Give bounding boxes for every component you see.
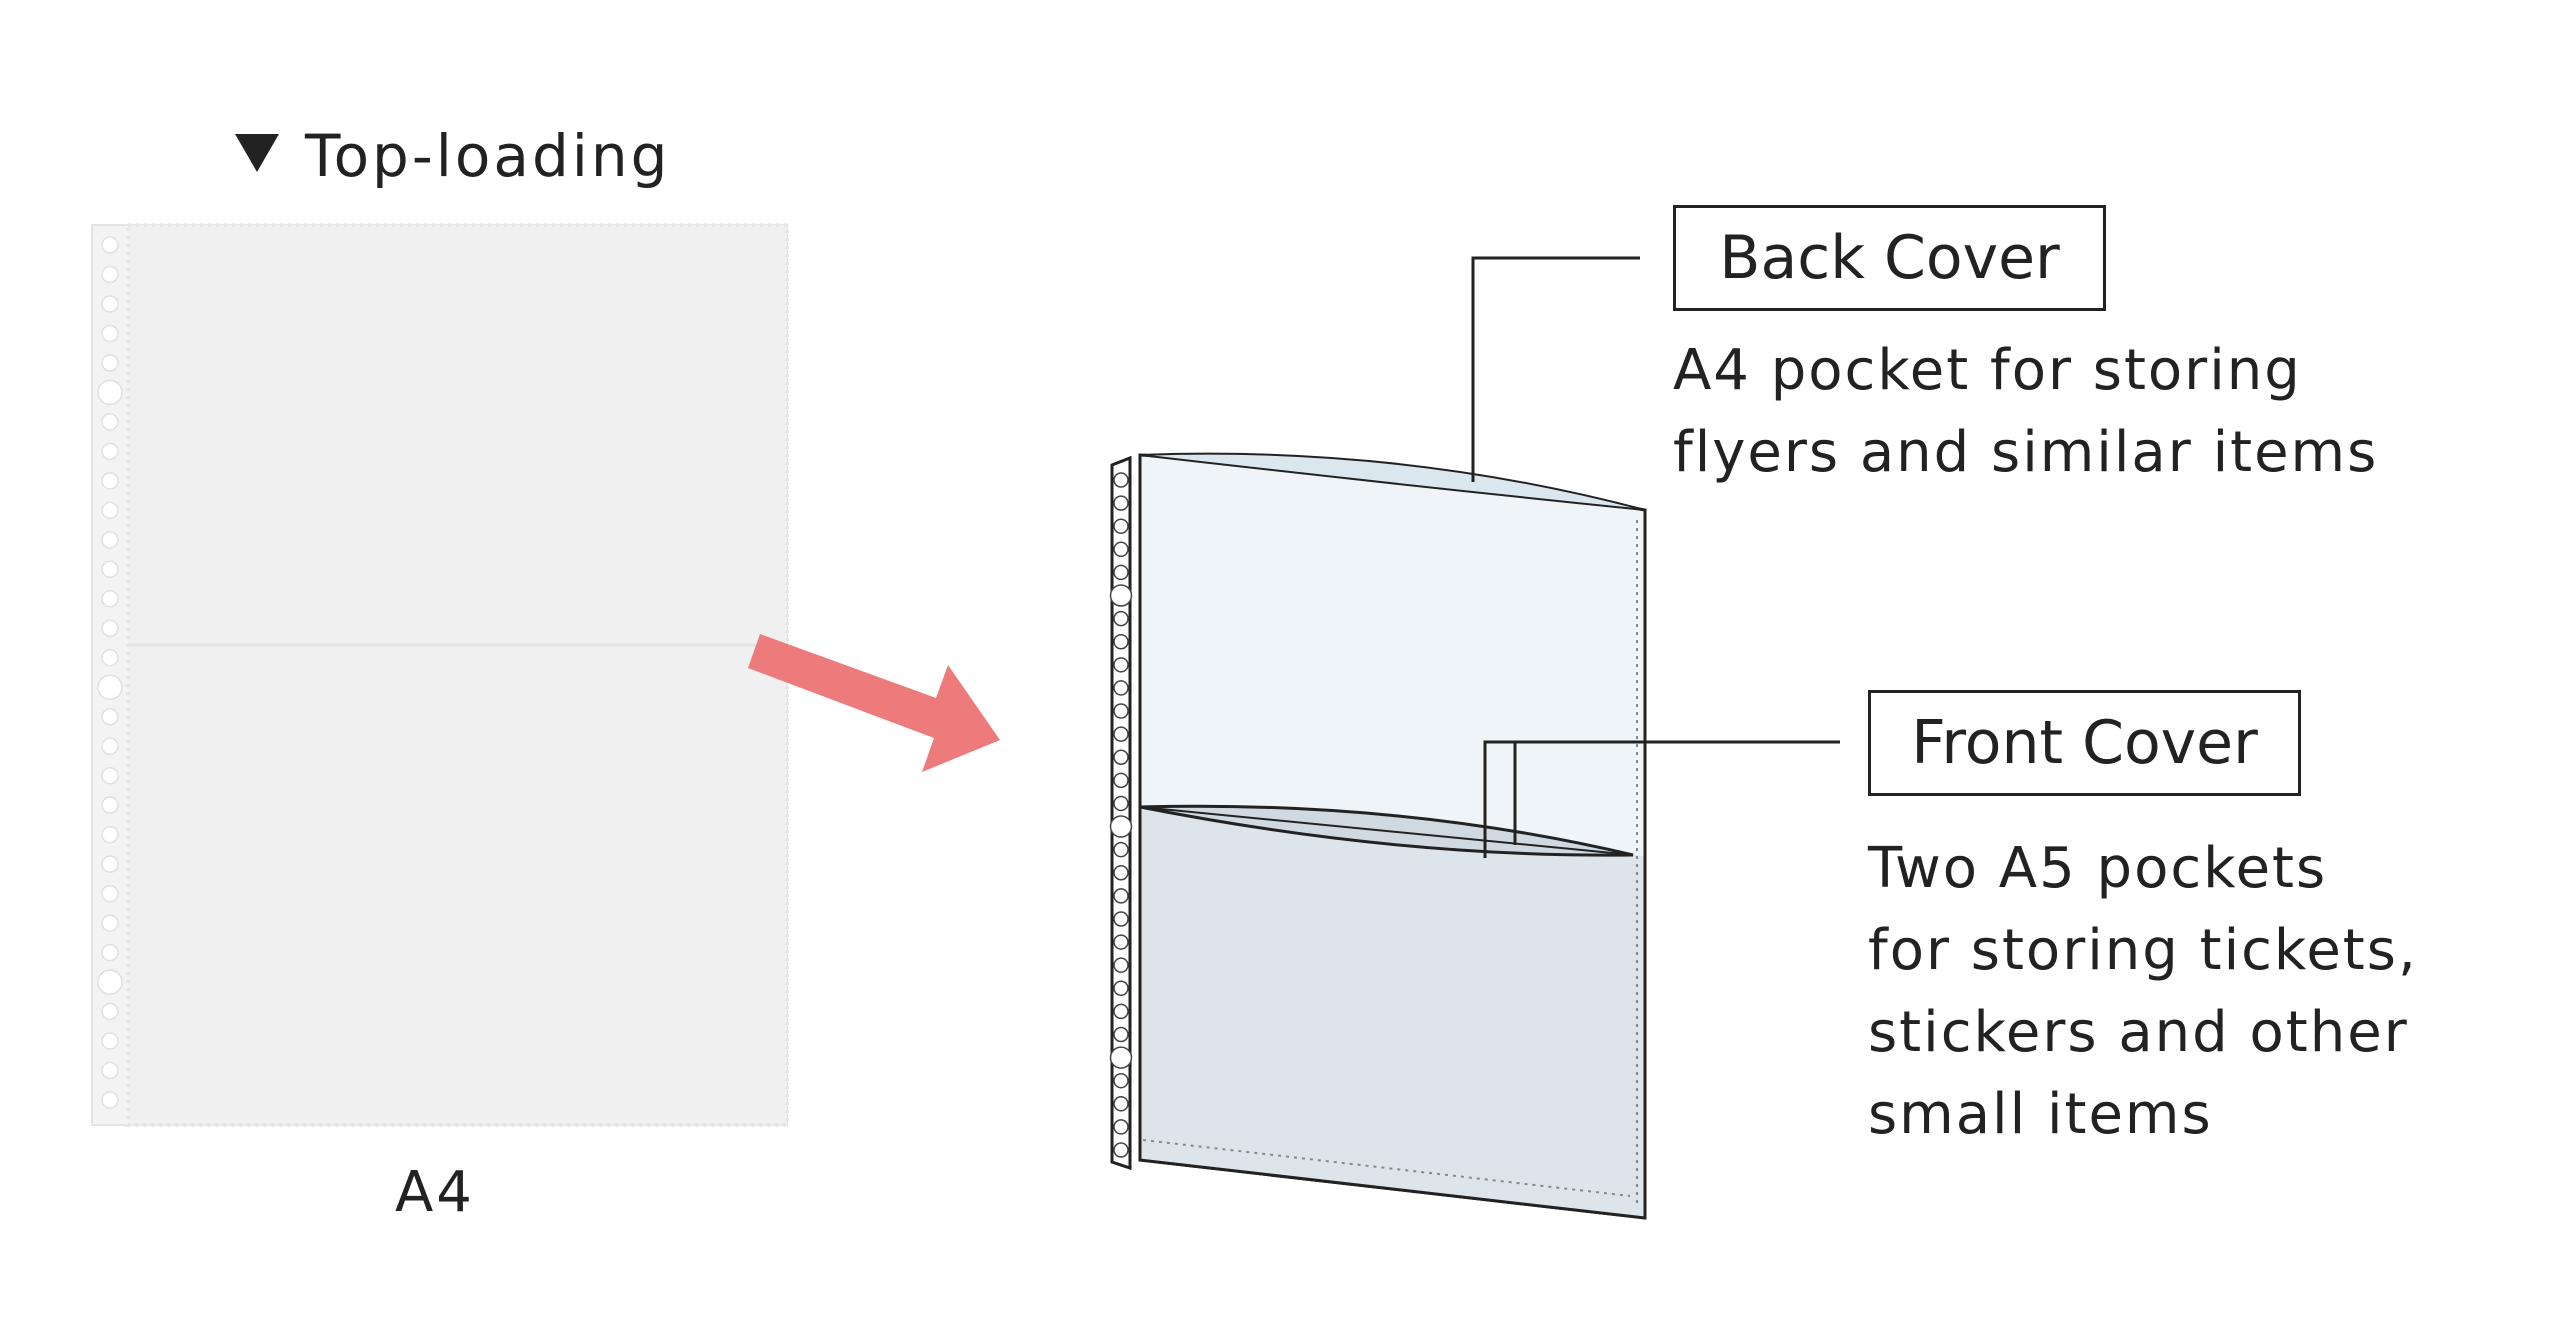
binder-hole [102, 473, 118, 489]
binder-hole [1114, 889, 1128, 903]
binder-hole [102, 414, 118, 430]
binder-hole [1111, 585, 1132, 606]
back-desc-line-1: A4 pocket for storing [1673, 330, 2378, 412]
binder-hole [98, 970, 122, 994]
binder-hole [102, 502, 118, 518]
back-cover-leader [1473, 258, 1640, 482]
size-label: A4 [395, 1160, 475, 1225]
binder-hole [1114, 1097, 1128, 1111]
binder-hole [102, 561, 118, 577]
binder-hole [102, 266, 118, 282]
binder-hole [1111, 816, 1132, 837]
binder-hole [1114, 565, 1128, 579]
binder-hole [1114, 727, 1128, 741]
front-desc-line-4: small items [1868, 1074, 2418, 1156]
binder-hole [102, 915, 118, 931]
front-desc-line-2: for storing tickets, [1868, 910, 2418, 992]
back-cover-description: A4 pocket for storing flyers and similar… [1673, 330, 2378, 494]
binder-hole [102, 827, 118, 843]
a4-sheet-photo [92, 225, 787, 1125]
binder-hole [102, 443, 118, 459]
binder-hole [1114, 750, 1128, 764]
binder-hole [102, 591, 118, 607]
binder-hole [1114, 635, 1128, 649]
binder-hole [1114, 912, 1128, 926]
top-loading-label: Top-loading [235, 122, 670, 190]
binder-hole [1114, 473, 1128, 487]
front-cover-label: Front Cover [1868, 690, 2301, 796]
binder-hole [102, 650, 118, 666]
binder-hole [102, 1004, 118, 1020]
binder-hole [102, 620, 118, 636]
binder-hole [102, 237, 118, 253]
front-desc-line-1: Two A5 pockets [1868, 828, 2418, 910]
binder-hole [102, 856, 118, 872]
binder-hole [1114, 704, 1128, 718]
binder-hole [1114, 1027, 1128, 1041]
binder-hole [1114, 1074, 1128, 1088]
binder-hole [1114, 612, 1128, 626]
binder-hole [98, 675, 122, 699]
binder-hole [1114, 1004, 1128, 1018]
binder-hole [1114, 773, 1128, 787]
binder-hole [102, 296, 118, 312]
binder-hole [1114, 958, 1128, 972]
binder-hole [1114, 796, 1128, 810]
binder-hole [102, 532, 118, 548]
binder-hole [102, 1063, 118, 1079]
binder-hole [102, 1033, 118, 1049]
binder-hole [102, 325, 118, 341]
binder-hole [1114, 843, 1128, 857]
binder-hole [102, 768, 118, 784]
binder-hole [1114, 1143, 1128, 1157]
binder-hole [102, 1092, 118, 1108]
binder-hole [102, 709, 118, 725]
front-desc-line-3: stickers and other [1868, 992, 2418, 1074]
binder-hole [1114, 935, 1128, 949]
binder-hole [1114, 496, 1128, 510]
binder-hole [1114, 866, 1128, 880]
binder-hole [1114, 681, 1128, 695]
binder-hole [1114, 981, 1128, 995]
down-triangle-icon [235, 134, 279, 172]
binder-hole [1114, 519, 1128, 533]
binder-hole [98, 380, 122, 404]
binder-hole [1111, 1047, 1132, 1068]
binder-hole [1114, 1120, 1128, 1134]
back-desc-line-2: flyers and similar items [1673, 412, 2378, 494]
top-loading-text: Top-loading [305, 122, 670, 190]
binder-hole [102, 355, 118, 371]
binder-hole [1114, 658, 1128, 672]
front-cover-description: Two A5 pockets for storing tickets, stic… [1868, 828, 2418, 1156]
pocket-illustration [1111, 454, 1646, 1218]
binder-hole [1114, 542, 1128, 556]
binder-hole [102, 886, 118, 902]
back-cover-label: Back Cover [1673, 205, 2106, 311]
binder-hole [102, 738, 118, 754]
binder-hole [102, 945, 118, 961]
binder-hole [102, 797, 118, 813]
